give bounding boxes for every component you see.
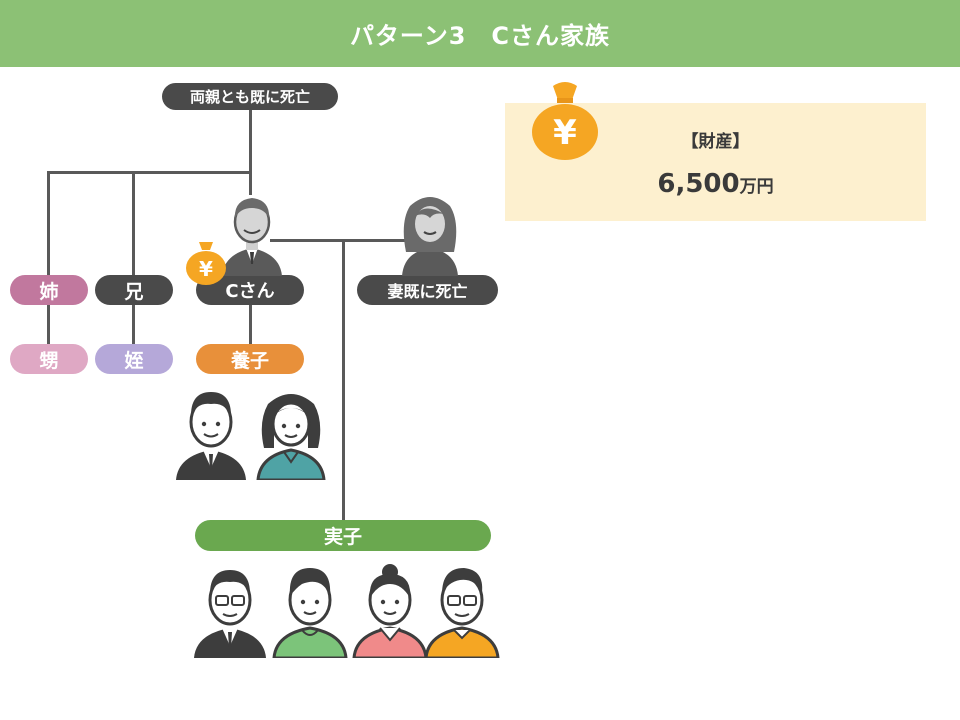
assets-label: 【財産】 [681,132,750,152]
biological-child-2-avatar [272,568,348,658]
parents-node: 両親とも既に死亡 [162,83,338,110]
assets-amount: 6,500万円 [505,169,926,199]
wife-node: 妻既に死亡 [357,275,498,305]
money-bag-icon: ¥ [186,242,226,285]
connector-line [249,171,252,195]
adopted-child-node: 養子 [196,344,304,374]
sister-node: 姉 [10,275,88,305]
wife-avatar [402,197,458,276]
biological-child-1-avatar [194,570,266,658]
assets-panel: 【財産】 6,500万円 [505,103,926,221]
assets-amount-unit: 万円 [739,177,774,197]
connector-line [132,304,135,346]
money-bag-icon: ¥ [532,82,598,160]
biological-children-node: 実子 [195,520,491,551]
adopted-son-avatar [176,392,246,480]
svg-text:¥: ¥ [553,113,577,153]
title-banner: パターン3 Cさん家族 [0,0,960,67]
c-person-avatar [222,198,282,276]
svg-text:¥: ¥ [199,257,213,281]
connector-line [47,171,50,276]
brother-node: 兄 [95,275,173,305]
nephew-node: 甥 [10,344,88,374]
biological-child-3-avatar [352,564,428,658]
page-title: パターン3 Cさん家族 [349,22,611,50]
biological-child-4-avatar [424,568,500,658]
niece-node: 姪 [95,344,173,374]
connector-line [47,171,252,174]
connector-line [342,239,345,522]
connector-line [249,108,252,172]
connector-line [249,304,252,346]
connector-line [270,239,405,242]
connector-line [132,171,135,276]
connector-line [47,304,50,346]
assets-amount-number: 6,500 [657,169,740,199]
adopted-daughter-avatar [256,394,326,480]
